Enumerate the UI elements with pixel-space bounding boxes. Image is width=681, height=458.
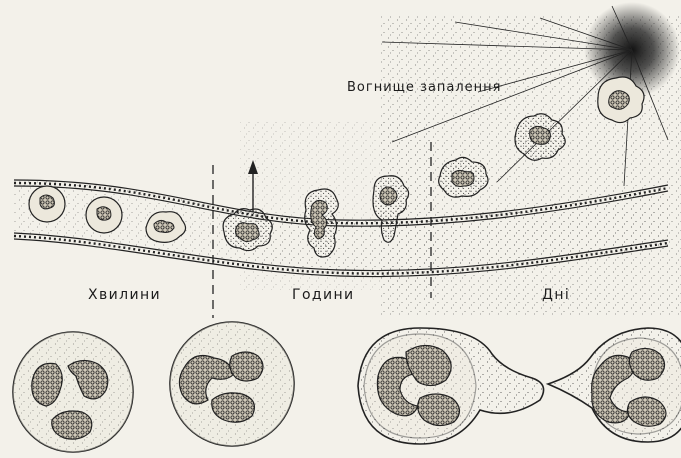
leukocyte-emigrating-3 (372, 175, 410, 243)
inflammation-focus (381, 2, 680, 187)
leukocyte-tissue-2 (514, 113, 566, 161)
migration-arrow-icon (248, 160, 258, 212)
leukocyte-tissue-3 (597, 76, 645, 124)
detail-cell-hours-1 (169, 321, 295, 447)
leukocyte-adhering (145, 211, 187, 243)
detail-cell-minutes (12, 331, 134, 453)
leukocyte-emigrating-1 (222, 208, 273, 252)
inflammation-focus-label: Вогнище запалення (347, 80, 502, 95)
phase-label-days: Дні (542, 287, 571, 303)
detail-cell-days (545, 327, 681, 443)
detail-cell-hours-2 (357, 327, 545, 445)
phase-label-minutes: Хвилини (88, 287, 162, 303)
leukocyte-emigrating-2 (304, 188, 339, 258)
blood-vessel (13, 179, 669, 278)
phase-label-hours: Години (292, 287, 355, 303)
leukocyte-tissue-1 (438, 156, 489, 198)
leukocyte-rolling-1 (28, 185, 66, 223)
leukocyte-rolling-2 (85, 196, 123, 234)
